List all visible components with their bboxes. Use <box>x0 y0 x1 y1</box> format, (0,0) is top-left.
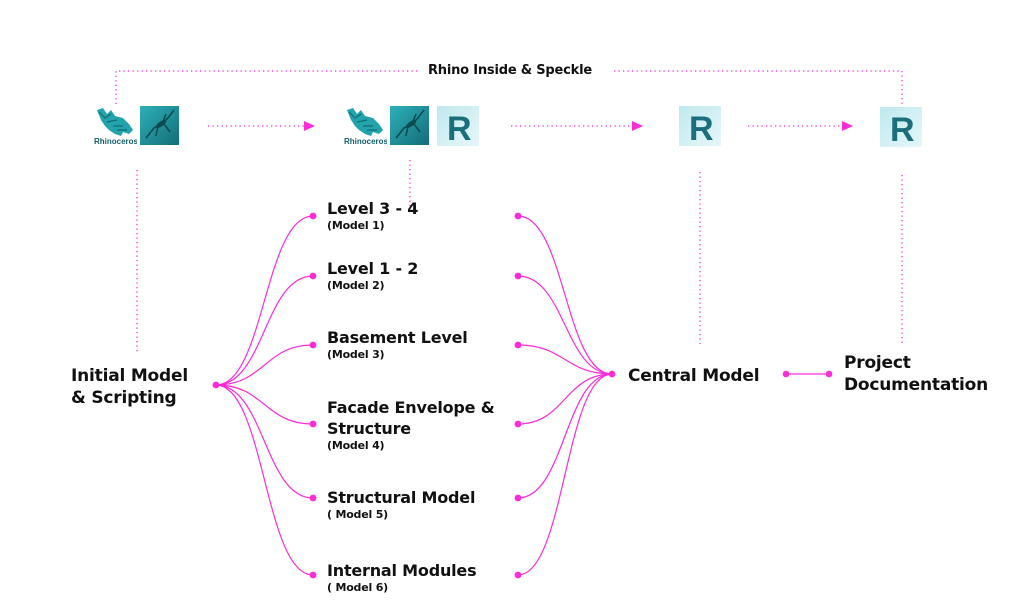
rhinoceros-logo-icon: Rhinoceros <box>93 106 139 146</box>
rhinoceros-logo-icon: Rhinoceros <box>343 106 389 146</box>
fan-out-curve-model-1 <box>215 215 314 386</box>
model-5-in-dot <box>309 494 317 502</box>
top-connector-right-line <box>614 70 903 104</box>
initial-model-label-line2: & Scripting <box>71 388 177 408</box>
central-model-label: Central Model <box>628 366 760 386</box>
fan-in-curve-model-4 <box>517 373 613 425</box>
fan-in-curve-model-5 <box>517 373 613 499</box>
model-1-subtitle: (Model 1) <box>327 219 385 232</box>
revit-letter: R <box>689 110 714 146</box>
fan-out-curve-model-5 <box>215 384 314 499</box>
fan-out-curve-model-6 <box>215 384 314 576</box>
model-6-out-dot <box>514 571 522 579</box>
model-3-in-dot <box>309 341 317 349</box>
revit-logo-icon: R <box>880 107 922 149</box>
model-5-label: Structural Model ( Model 5) <box>327 487 475 522</box>
model-4-out-dot <box>514 420 522 428</box>
grasshopper-logo-icon <box>390 106 429 145</box>
revit-logo-icon: R <box>679 106 721 148</box>
model-6-subtitle: ( Model 6) <box>327 581 388 594</box>
model-6-title: Internal Modules <box>327 561 477 580</box>
model-3-subtitle: (Model 3) <box>327 348 385 361</box>
model-1-title: Level 3 - 4 <box>327 199 419 218</box>
model-5-out-dot <box>514 494 522 502</box>
revit-logo-icon: R <box>437 106 479 148</box>
model-5-title: Structural Model <box>327 488 476 507</box>
fan-in-curve-model-1 <box>517 215 613 375</box>
model-3-title: Basement Level <box>327 328 468 347</box>
rhino-wordmark: Rhinoceros <box>94 137 137 146</box>
central-model-in-dot <box>608 370 616 378</box>
central-out-dot <box>782 370 790 378</box>
project-documentation-line2: Documentation <box>844 375 989 395</box>
model-4-subtitle: (Model 4) <box>327 439 385 452</box>
model-3-label: Basement Level (Model 3) <box>327 327 468 362</box>
docs-in-dot <box>825 370 833 378</box>
fan-in-curve-model-6 <box>517 373 613 576</box>
top-connector-left-line <box>115 70 420 104</box>
model-5-subtitle: ( Model 5) <box>327 508 388 521</box>
initial-model-label-line1: Initial Model <box>71 366 188 386</box>
model-1-out-dot <box>514 212 522 220</box>
rhino-wordmark: Rhinoceros <box>344 137 387 146</box>
model-2-title: Level 1 - 2 <box>327 259 419 278</box>
arrow-head-2 <box>632 121 643 131</box>
revit-letter: R <box>890 111 915 147</box>
fan-out-curve-model-4 <box>215 384 314 425</box>
fan-in-curve-model-3 <box>517 344 613 375</box>
initial-model-label: Initial Model & Scripting <box>71 365 188 409</box>
project-documentation-line1: Project <box>844 353 911 373</box>
model-6-in-dot <box>309 571 317 579</box>
model-4-label: Facade Envelope & Structure (Model 4) <box>327 397 495 453</box>
model-2-label: Level 1 - 2 (Model 2) <box>327 258 418 293</box>
grasshopper-logo-icon <box>140 106 179 145</box>
model-2-subtitle: (Model 2) <box>327 279 385 292</box>
model-2-in-dot <box>309 272 317 280</box>
project-documentation-label: Project Documentation <box>844 352 988 396</box>
fan-out-curve-model-3 <box>215 344 314 386</box>
model-1-in-dot <box>309 212 317 220</box>
fan-out-curve-model-2 <box>215 275 314 386</box>
model-2-out-dot <box>514 272 522 280</box>
revit-letter: R <box>447 110 472 146</box>
model-6-label: Internal Modules ( Model 6) <box>327 560 477 595</box>
arrow-head-1 <box>304 121 315 131</box>
model-1-label: Level 3 - 4 (Model 1) <box>327 198 418 233</box>
model-4-title-line2: Structure <box>327 419 411 438</box>
model-4-title-line1: Facade Envelope & <box>327 398 495 417</box>
top-connector-label: Rhino Inside & Speckle <box>428 63 592 78</box>
model-3-out-dot <box>514 341 522 349</box>
initial-model-out-dot <box>212 381 220 389</box>
arrow-head-3 <box>842 121 853 131</box>
fan-in-curve-model-2 <box>517 275 613 375</box>
model-4-in-dot <box>309 420 317 428</box>
